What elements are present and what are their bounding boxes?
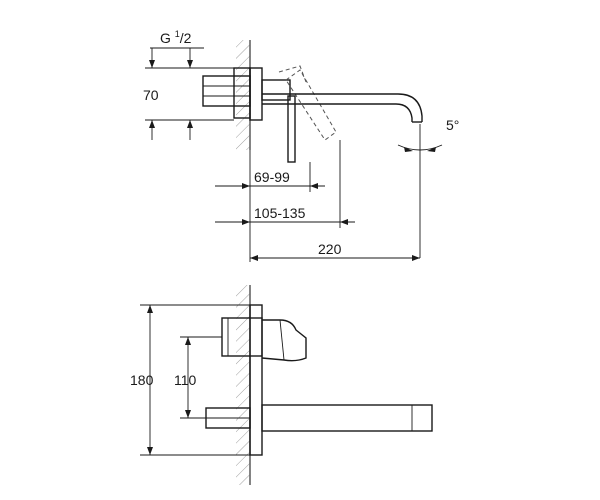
front-view: 180 110 bbox=[130, 285, 433, 485]
spout bbox=[262, 93, 423, 122]
cover-plate bbox=[249, 304, 263, 456]
dim-plate-height: 180 bbox=[130, 372, 154, 388]
top-view: 5° G 1/2 70 69-99 105-135 bbox=[143, 29, 459, 262]
dim-lever-range: 69-99 bbox=[254, 169, 290, 185]
dim-angle: 5° bbox=[446, 117, 459, 133]
angle-arc bbox=[397, 144, 443, 151]
lever-handle-front bbox=[261, 319, 307, 362]
wall-hatch-front bbox=[236, 285, 250, 485]
thread-label: G 1/2 bbox=[160, 29, 192, 46]
dim-spout-reach: 220 bbox=[318, 241, 342, 257]
wall-hatch-top bbox=[236, 40, 250, 150]
dim-spout-height: 110 bbox=[174, 372, 197, 388]
spout-front bbox=[261, 404, 433, 432]
lever-stem bbox=[287, 95, 296, 163]
dim-body-range: 105-135 bbox=[254, 205, 306, 221]
lever-hub bbox=[261, 79, 291, 101]
dim-height-70: 70 bbox=[143, 87, 159, 103]
lever-tilted-outline bbox=[285, 69, 337, 141]
wall-plate-top bbox=[249, 67, 263, 121]
